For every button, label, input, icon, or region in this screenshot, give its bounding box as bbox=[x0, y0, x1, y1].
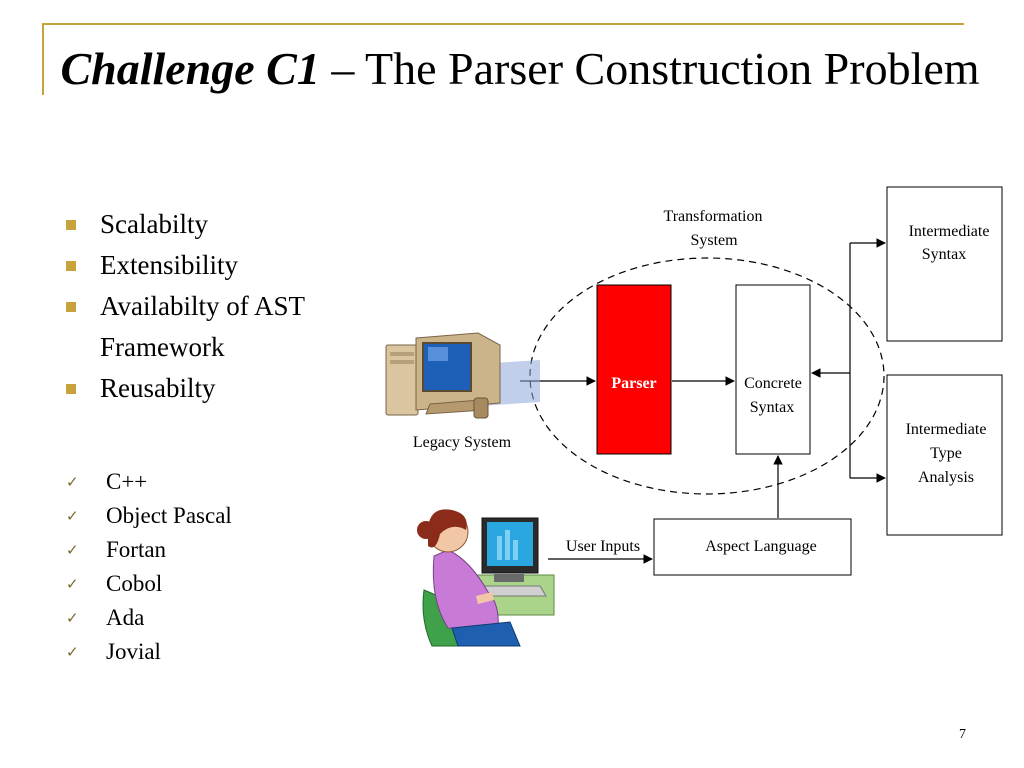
parser-label: Parser bbox=[611, 375, 656, 392]
bullet-item: Reusabilty bbox=[62, 368, 372, 409]
type-analysis-label-line3: Analysis bbox=[918, 469, 974, 486]
legacy-system-label: Legacy System bbox=[413, 434, 512, 451]
intermediate-type-analysis-box bbox=[886, 374, 1003, 536]
slide-title: Challenge C1 – The Parser Construction P… bbox=[60, 40, 980, 98]
intermediate-syntax-label-line2: Syntax bbox=[922, 246, 966, 263]
title-accent-line bbox=[42, 23, 964, 25]
concrete-syntax-box bbox=[735, 284, 811, 455]
language-item: ✓ Object Pascal bbox=[66, 499, 326, 533]
checkmark-icon: ✓ bbox=[66, 473, 79, 491]
language-item: ✓ C++ bbox=[66, 465, 326, 499]
language-label: Fortan bbox=[106, 537, 167, 562]
type-analysis-label-line1: Intermediate bbox=[906, 421, 987, 438]
language-item: ✓ Ada bbox=[66, 601, 326, 635]
checkmark-icon: ✓ bbox=[66, 507, 79, 525]
parser-box bbox=[596, 284, 672, 455]
title-rest: – The Parser Construction Problem bbox=[319, 43, 980, 94]
type-analysis-label-line2: Type bbox=[930, 445, 962, 462]
language-label: Object Pascal bbox=[106, 503, 232, 528]
transformation-label-line2: System bbox=[690, 232, 738, 249]
bullet-list: Scalabilty Extensibility Availabilty of … bbox=[62, 204, 372, 409]
user-inputs-label: User Inputs bbox=[566, 538, 640, 555]
checkmark-icon: ✓ bbox=[66, 643, 79, 661]
transformation-label-line1: Transformation bbox=[664, 208, 763, 225]
language-list: ✓C++ ✓Object Pascal ✓Fortan ✓Cobol ✓Ada … bbox=[66, 465, 326, 669]
legacy-computer-icon bbox=[385, 332, 540, 419]
checkmark-icon: ✓ bbox=[66, 575, 79, 593]
language-label: C++ bbox=[106, 469, 148, 494]
language-item: ✓ Jovial bbox=[66, 635, 326, 669]
bullet-item: Availabilty of AST Framework bbox=[62, 286, 372, 368]
bullet-item: Scalabilty bbox=[62, 204, 372, 245]
checkmark-icon: ✓ bbox=[66, 609, 79, 627]
language-label: Jovial bbox=[106, 639, 161, 664]
aspect-language-box bbox=[653, 518, 852, 576]
concrete-syntax-label-line1: Concrete bbox=[744, 375, 802, 392]
checkmark-icon: ✓ bbox=[66, 541, 79, 559]
intermediate-syntax-label-line1: Intermediate bbox=[909, 223, 990, 240]
language-item: ✓ Cobol bbox=[66, 567, 326, 601]
language-item: ✓ Fortan bbox=[66, 533, 326, 567]
transformation-system-boundary bbox=[529, 257, 885, 495]
title-accent-bar bbox=[42, 23, 44, 95]
concrete-syntax-label-line2: Syntax bbox=[750, 399, 794, 416]
language-label: Cobol bbox=[106, 571, 163, 596]
language-label: Ada bbox=[106, 605, 145, 630]
intermediate-syntax-box bbox=[886, 186, 1003, 342]
bullet-item: Extensibility bbox=[62, 245, 372, 286]
user-at-computer-icon bbox=[417, 509, 555, 647]
page-number: 7 bbox=[959, 727, 966, 742]
title-emphasis: Challenge C1 bbox=[60, 43, 320, 94]
aspect-language-label: Aspect Language bbox=[705, 538, 817, 555]
